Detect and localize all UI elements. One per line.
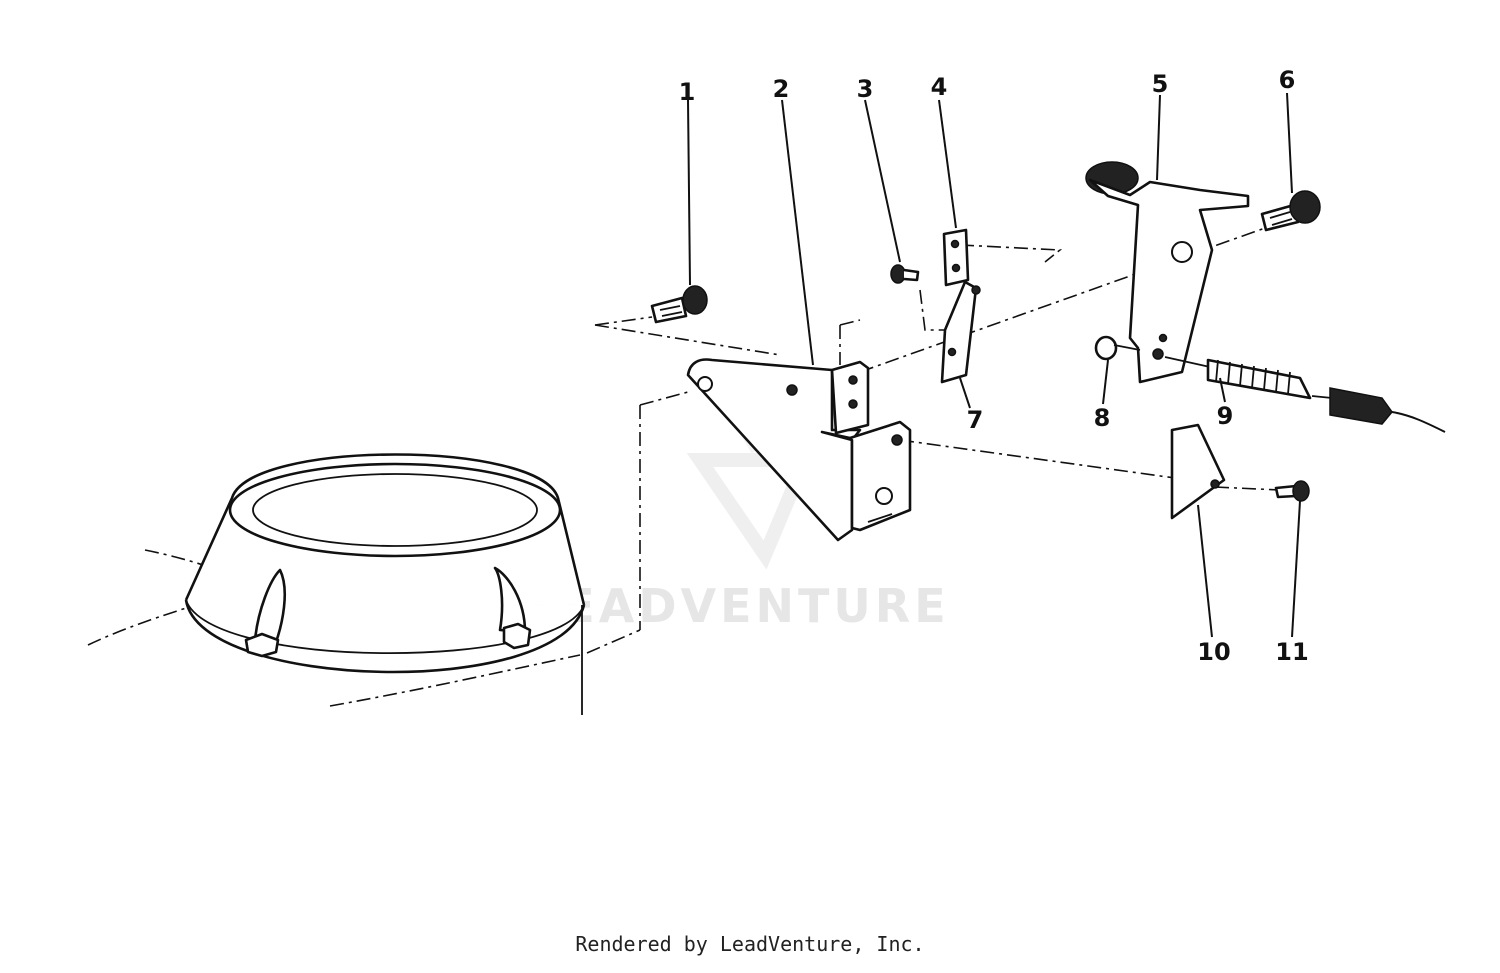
part-7-link bbox=[940, 280, 981, 384]
callout-1: 1 bbox=[679, 78, 696, 106]
callout-9: 9 bbox=[1217, 402, 1234, 430]
callout-6: 6 bbox=[1279, 66, 1296, 94]
part-8-pin bbox=[1094, 335, 1141, 361]
part-3-screw bbox=[890, 264, 920, 284]
callout-labels: 1 2 3 4 5 6 7 8 9 10 11 bbox=[679, 66, 1309, 666]
footer-credit: Rendered by LeadVenture, Inc. bbox=[575, 932, 925, 956]
part-2-bracket bbox=[686, 358, 912, 542]
part-6-bolt bbox=[1260, 190, 1321, 232]
part-10-plate bbox=[1170, 423, 1226, 520]
part-11-screw bbox=[1274, 480, 1310, 502]
part-4-plate bbox=[942, 228, 970, 287]
callout-10: 10 bbox=[1197, 638, 1230, 666]
leader-lines bbox=[687, 92, 1301, 638]
callout-11: 11 bbox=[1275, 638, 1308, 666]
callout-8: 8 bbox=[1094, 404, 1111, 432]
part-1-bolt bbox=[650, 285, 708, 324]
watermark-text: LEADVENTURE bbox=[530, 579, 950, 633]
part-9-cable bbox=[1164, 356, 1446, 433]
callout-4: 4 bbox=[931, 73, 948, 101]
callout-3: 3 bbox=[857, 75, 874, 103]
callout-7: 7 bbox=[967, 406, 984, 434]
callout-5: 5 bbox=[1152, 70, 1169, 98]
part-5-lever bbox=[1085, 161, 1250, 384]
engine-housing bbox=[87, 453, 641, 715]
callout-2: 2 bbox=[773, 75, 790, 103]
